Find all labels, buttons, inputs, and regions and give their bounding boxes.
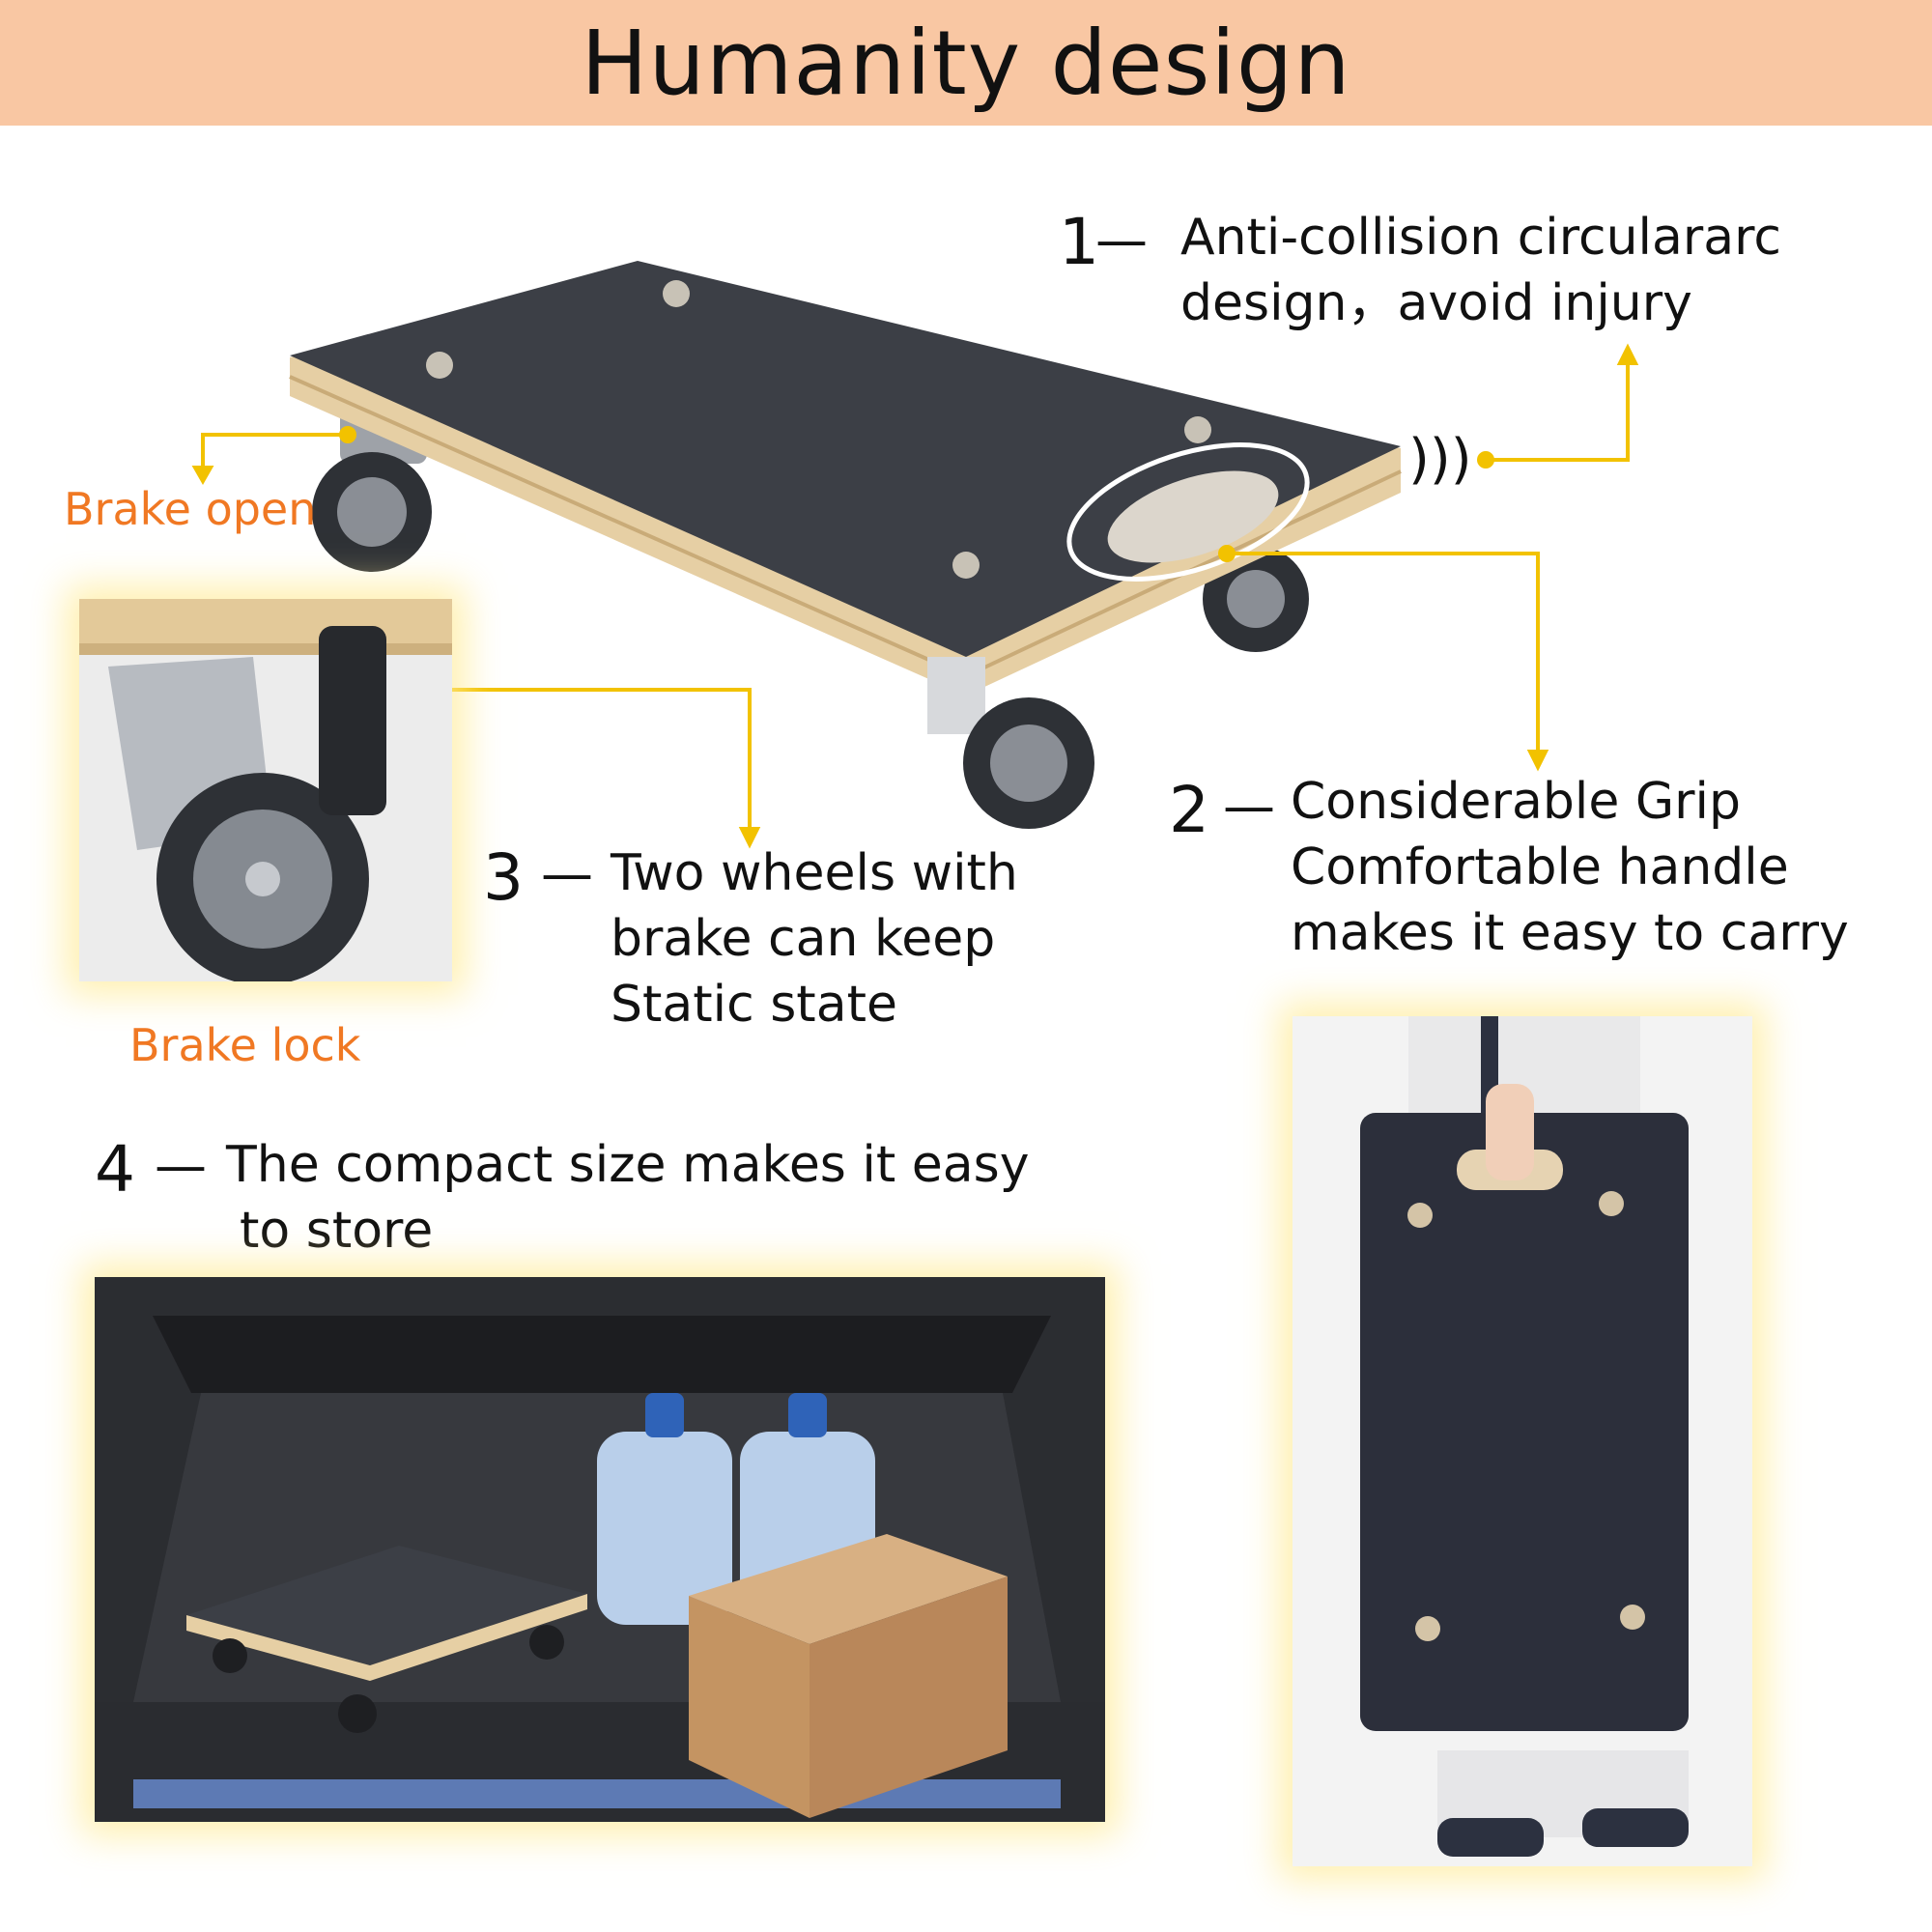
handle-cutout [1107,470,1279,563]
car-trunk-photo [95,1277,1105,1822]
feature-3-line-1: Two wheels with [611,844,1018,902]
feature-1-line-2: design，avoid injury [1180,274,1692,332]
feature-1-text: Anti-collision circulararc design，avoid … [1180,205,1915,336]
front-left-wheel [927,657,1094,829]
header-banner: Humanity design [0,0,1932,126]
feature-2-number: 2 [1169,773,1209,847]
brake-lock-label: Brake lock [129,1019,361,1071]
shoe [1437,1808,1689,1857]
page-title: Humanity design [581,11,1351,115]
feature-2-line-1: Considerable Grip [1291,773,1741,831]
feature-4-dash: — [155,1135,207,1196]
water-bottle [597,1393,732,1625]
brake-open-label: Brake open [64,483,317,535]
feature-3-line-3: Static state [611,976,897,1034]
feature-2-line-3: makes it easy to carry [1291,904,1849,962]
feature-4-number: 4 [95,1132,135,1207]
feature-1-dash: — [1095,210,1148,270]
handle-highlight-ring [1066,442,1310,582]
feature-1-line-1: Anti-collision circulararc [1180,209,1781,267]
brake-pedal [319,626,386,815]
feature-4-line-1: The compact size makes it easy [226,1136,1030,1194]
collision-arcs: ))) [1408,428,1472,491]
feature-2-line-2: Comfortable handle [1291,838,1789,896]
carry-photo [1293,1016,1752,1866]
small-dolly [186,1546,587,1733]
feature-2-dash: — [1223,776,1275,837]
feature-3-line-2: brake can keep [611,910,996,968]
board-held [1360,1113,1689,1731]
feature-2-text: Considerable Grip Comfortable handle mak… [1291,769,1932,966]
feature-3-number: 3 [483,840,524,915]
feature-4-line-2: to store [240,1202,434,1260]
feature-4-text: The compact size makes it easy to store [226,1132,1192,1264]
feature-1-number: 1 [1059,205,1099,279]
cardboard-box [689,1534,1008,1818]
feature-3-dash: — [541,843,593,904]
brake-closeup-photo [79,599,452,981]
dolly-illustration [289,261,1402,829]
feature-3-text: Two wheels with brake can keep Static st… [611,840,1151,1037]
hand [1486,1084,1534,1180]
